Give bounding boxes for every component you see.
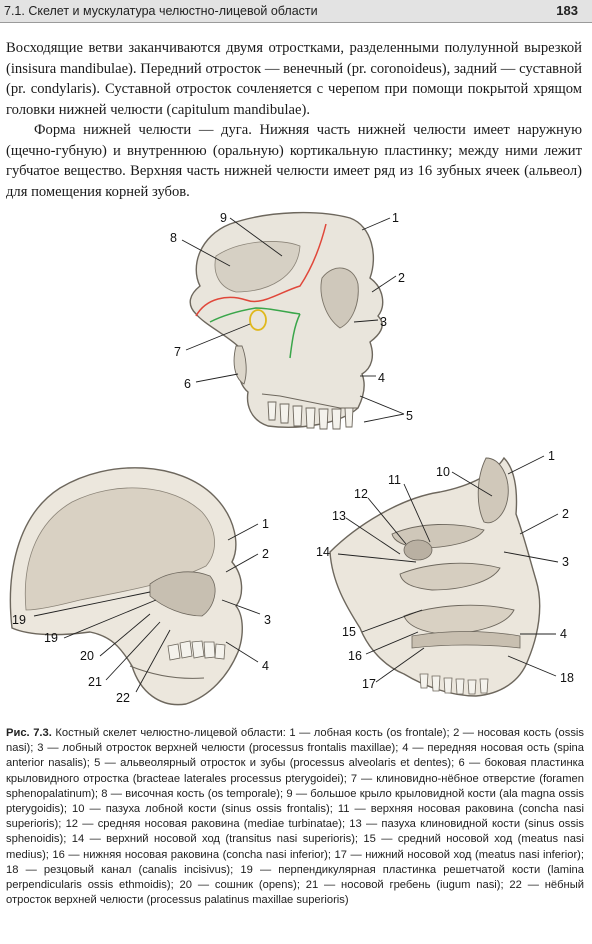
label-top-6: 6 [184, 377, 191, 391]
page-number: 183 [556, 3, 578, 18]
label-left-1: 1 [262, 517, 269, 531]
section-title: 7.1. Скелет и мускулатура челюстно-лицев… [4, 4, 318, 18]
figure-labels: 1 2 3 4 5 6 7 8 9 1 2 3 4 19 19 20 21 22… [12, 211, 574, 705]
paragraph: Форма нижней челюсти — дуга. Нижняя част… [6, 122, 582, 200]
label-right-16: 16 [348, 649, 362, 663]
label-right-1: 1 [548, 449, 555, 463]
label-right-12: 12 [354, 487, 368, 501]
paragraph: Восходящие ветви заканчиваются двумя отр… [6, 40, 582, 118]
label-right-3: 3 [562, 555, 569, 569]
label-top-3: 3 [380, 315, 387, 329]
label-left-20: 20 [80, 649, 94, 663]
label-top-5: 5 [406, 409, 413, 423]
body-text: Восходящие ветви заканчиваются двумя отр… [6, 38, 582, 202]
leader-lines [33, 217, 559, 693]
figure-label: Рис. 7.3. [6, 727, 52, 739]
label-left-3: 3 [264, 613, 271, 627]
label-left-19b: 19 [44, 631, 58, 645]
label-right-2: 2 [562, 507, 569, 521]
nasal-cavity-illustration [329, 456, 541, 697]
label-right-17: 17 [362, 677, 376, 691]
running-header: 7.1. Скелет и мускулатура челюстно-лицев… [0, 0, 592, 23]
label-right-4: 4 [560, 627, 567, 641]
label-top-8: 8 [170, 231, 177, 245]
figure-caption: Рис. 7.3. Костный скелет челюстно-лицево… [6, 726, 584, 908]
maxilla-lateral-illustration [189, 211, 384, 430]
label-top-4: 4 [378, 371, 385, 385]
label-left-4: 4 [262, 659, 269, 673]
label-top-2: 2 [398, 271, 405, 285]
label-left-21: 21 [88, 675, 102, 689]
label-left-19a: 19 [12, 613, 26, 627]
label-right-11: 11 [388, 473, 401, 487]
figure-7-3: 1 2 3 4 5 6 7 8 9 1 2 3 4 19 19 20 21 22… [0, 196, 592, 714]
label-right-14: 14 [316, 545, 330, 559]
caption-text: Костный скелет челюстно-лицевой области:… [6, 727, 584, 907]
label-top-1: 1 [392, 211, 399, 225]
skull-sagittal-illustration [9, 467, 243, 706]
label-right-15: 15 [342, 625, 356, 639]
label-right-13: 13 [332, 509, 346, 523]
label-left-2: 2 [262, 547, 269, 561]
label-right-10: 10 [436, 465, 450, 479]
label-top-9: 9 [220, 211, 227, 225]
label-top-7: 7 [174, 345, 181, 359]
label-right-18: 18 [560, 671, 574, 685]
label-left-22: 22 [116, 691, 130, 705]
